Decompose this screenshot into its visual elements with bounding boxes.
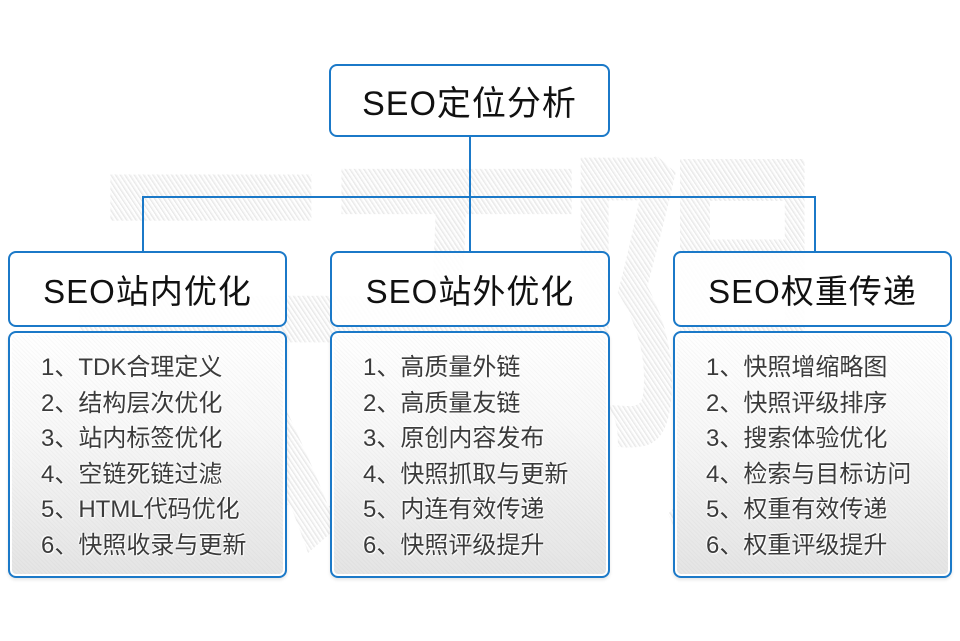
list-item: 4、快照抓取与更新 xyxy=(363,460,569,488)
root-node-title: SEO定位分析 xyxy=(362,85,577,123)
column-list-offsite: 1、高质量外链 2、高质量友链 3、原创内容发布 4、快照抓取与更新 5、内连有… xyxy=(330,331,610,578)
list-item: 5、权重有效传递 xyxy=(706,496,888,523)
list-item: 2、结构层次优化 xyxy=(41,389,223,417)
column-header-offsite-title: SEO站外优化 xyxy=(365,273,575,310)
list-item: 3、站内标签优化 xyxy=(41,425,223,452)
connector-left-drop xyxy=(142,196,144,252)
column-list-onsite: 1、TDK合理定义 2、结构层次优化 3、站内标签优化 4、空链死链过滤 5、H… xyxy=(8,331,287,578)
list-item: 2、高质量友链 xyxy=(363,389,521,417)
column-list-weight: 1、快照增缩略图 2、快照评级排序 3、搜索体验优化 4、检索与目标访问 5、权… xyxy=(673,331,952,578)
list-item: 4、空链死链过滤 xyxy=(41,460,223,488)
root-node: SEO定位分析 xyxy=(329,64,610,137)
list-item: 5、内连有效传递 xyxy=(363,496,545,523)
connector-horizontal xyxy=(142,196,816,198)
list-item: 3、搜索体验优化 xyxy=(706,425,888,452)
connector-right-drop xyxy=(814,196,816,252)
connector-root-vertical xyxy=(469,136,471,252)
list-item: 3、原创内容发布 xyxy=(363,425,545,452)
list-item: 2、快照评级排序 xyxy=(706,389,888,417)
list-item: 6、快照评级提升 xyxy=(363,531,545,559)
list-item: 4、检索与目标访问 xyxy=(706,460,912,488)
list-item: 1、快照增缩略图 xyxy=(706,354,888,381)
column-header-offsite: SEO站外优化 xyxy=(330,251,610,327)
column-header-weight-title: SEO权重传递 xyxy=(708,273,917,310)
list-item: 6、权重评级提升 xyxy=(706,531,888,559)
column-header-weight: SEO权重传递 xyxy=(673,251,952,327)
list-item: 1、高质量外链 xyxy=(363,354,521,381)
column-header-onsite-title: SEO站内优化 xyxy=(43,273,252,310)
list-item: 1、TDK合理定义 xyxy=(41,354,223,381)
column-header-onsite: SEO站内优化 xyxy=(8,251,287,327)
list-item: 6、快照收录与更新 xyxy=(41,531,247,559)
list-item: 5、HTML代码优化 xyxy=(41,496,240,523)
